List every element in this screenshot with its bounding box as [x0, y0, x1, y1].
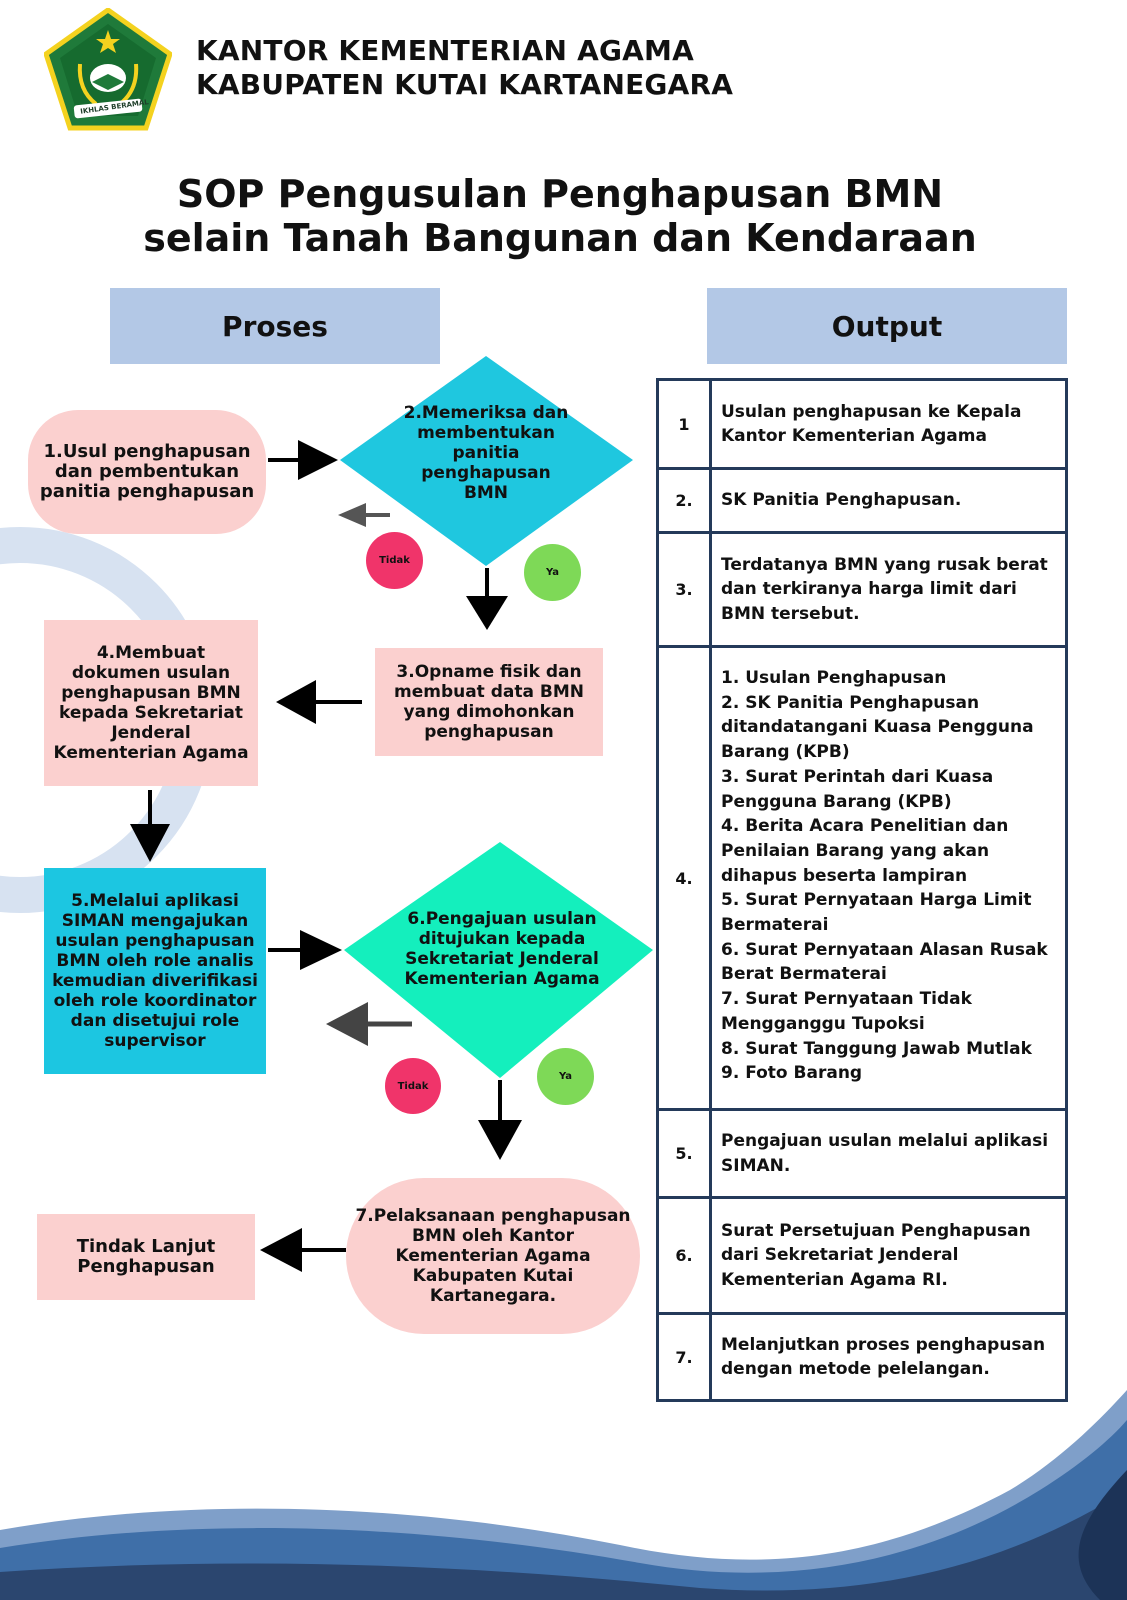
output-num: 3. — [659, 534, 712, 645]
arrowhead-3-to-4 — [276, 680, 316, 724]
list-item: 7. Surat Pernyataan Tidak Mengganggu Tup… — [721, 989, 972, 1034]
column-header-output: Output — [707, 288, 1067, 364]
office-name-line2: KABUPATEN KUTAI KARTANEGARA — [196, 68, 734, 101]
output-num: 2. — [659, 470, 712, 531]
list-item: 5. Surat Pernyataan Harga Limit Bermater… — [721, 890, 1032, 936]
decision-diamond-2 — [340, 356, 633, 566]
output-row-1: 1 Usulan penghapusan ke Kepala Kantor Ke… — [659, 381, 1065, 470]
arrowhead-5-to-6 — [300, 930, 342, 970]
output-num: 1 — [659, 381, 712, 467]
list-item: 4. Berita Acara Penelitian dan Penilaian… — [721, 816, 1009, 886]
wave-mid — [0, 1420, 1127, 1600]
output-text: Usulan penghapusan ke Kepala Kantor Keme… — [721, 401, 1022, 447]
output-text: SK Panitia Penghapusan. — [721, 490, 962, 511]
output-text: Terdatanya BMN yang rusak berat dan terk… — [721, 554, 1048, 624]
office-header: KANTOR KEMENTERIAN AGAMA KABUPATEN KUTAI… — [196, 34, 733, 102]
arrowhead-7-to-final — [260, 1228, 302, 1272]
output-document-list: 1. Usulan Penghapusan 2. SK Panitia Peng… — [721, 648, 1055, 1108]
decision-diamond-6 — [344, 842, 653, 1078]
list-item: 2. SK Panitia Penghapusan ditandatangani… — [721, 692, 1034, 763]
output-row-3: 3. Terdatanya BMN yang rusak berat dan t… — [659, 534, 1065, 648]
step-5-node: 5.Melalui aplikasi SIMAN mengajukan usul… — [44, 868, 266, 1074]
output-row-7: 7. Melanjutkan proses penghapusan dengan… — [659, 1315, 1065, 1399]
output-row-5: 5. Pengajuan usulan melalui aplikasi SIM… — [659, 1111, 1065, 1199]
arrowhead-6-to-7 — [478, 1120, 522, 1160]
wave-dark — [0, 1490, 1127, 1600]
office-name-line1: KANTOR KEMENTERIAN AGAMA — [196, 34, 694, 67]
title-line1: SOP Pengusulan Penghapusan BMN — [176, 172, 944, 216]
page-title: SOP Pengusulan Penghapusan BMN selain Ta… — [60, 172, 1060, 260]
output-num: 4. — [659, 648, 712, 1108]
yes-badge-step-2: Ya — [524, 544, 581, 601]
column-header-proses: Proses — [110, 288, 440, 364]
step-1-node: 1.Usul penghapusan dan pembentukan panit… — [28, 410, 266, 534]
step-3-node: 3.Opname fisik dan membuat data BMN yang… — [375, 648, 603, 756]
ministry-logo: IKHLAS BERAMAL — [43, 6, 173, 132]
arrowhead-2-to-3 — [466, 596, 508, 630]
step-4-node: 4.Membuat dokumen usulan penghapusan BMN… — [44, 620, 258, 786]
step-6-label: 6.Pengajuan usulan ditujukan kepada Sekr… — [404, 909, 600, 989]
list-item: 6. Surat Pernyataan Alasan Rusak Berat B… — [721, 939, 1048, 985]
wave-corner — [1078, 1470, 1127, 1600]
arrowhead-4-to-5 — [130, 824, 170, 862]
yes-badge-step-6: Ya — [537, 1048, 594, 1105]
no-badge-step-6: Tidak — [385, 1058, 441, 1114]
step-2-label: 2.Memeriksa dan membentukan panitia peng… — [403, 403, 569, 503]
output-num: 6. — [659, 1199, 712, 1312]
output-text: Melanjutkan proses penghapusan dengan me… — [721, 1334, 1046, 1380]
list-item: 8. Surat Tanggung Jawab Mutlak — [721, 1038, 1032, 1059]
output-num: 7. — [659, 1315, 712, 1399]
final-step-node: Tindak Lanjut Penghapusan — [37, 1214, 255, 1300]
arrowhead-1-to-2 — [298, 440, 338, 480]
output-table: 1 Usulan penghapusan ke Kepala Kantor Ke… — [656, 378, 1068, 1402]
arrowhead-6-back — [326, 1002, 368, 1046]
step-7-node: 7.Pelaksanaan penghapusan BMN oleh Kanto… — [346, 1178, 640, 1334]
no-badge-step-2: Tidak — [366, 532, 423, 589]
output-row-2: 2. SK Panitia Penghapusan. — [659, 470, 1065, 534]
output-row-4: 4. 1. Usulan Penghapusan 2. SK Panitia P… — [659, 648, 1065, 1111]
output-num: 5. — [659, 1111, 712, 1196]
list-item: 9. Foto Barang — [721, 1063, 863, 1084]
list-item: 1. Usulan Penghapusan — [721, 668, 947, 688]
list-item: 3. Surat Perintah dari Kuasa Pengguna Ba… — [721, 766, 994, 812]
output-row-6: 6. Surat Persetujuan Penghapusan dari Se… — [659, 1199, 1065, 1315]
title-line2: selain Tanah Bangunan dan Kendaraan — [143, 216, 977, 260]
arrowhead-2-back — [338, 503, 366, 527]
output-text: Pengajuan usulan melalui aplikasi SIMAN. — [721, 1131, 1049, 1176]
output-text: Surat Persetujuan Penghapusan dari Sekre… — [721, 1220, 1031, 1290]
